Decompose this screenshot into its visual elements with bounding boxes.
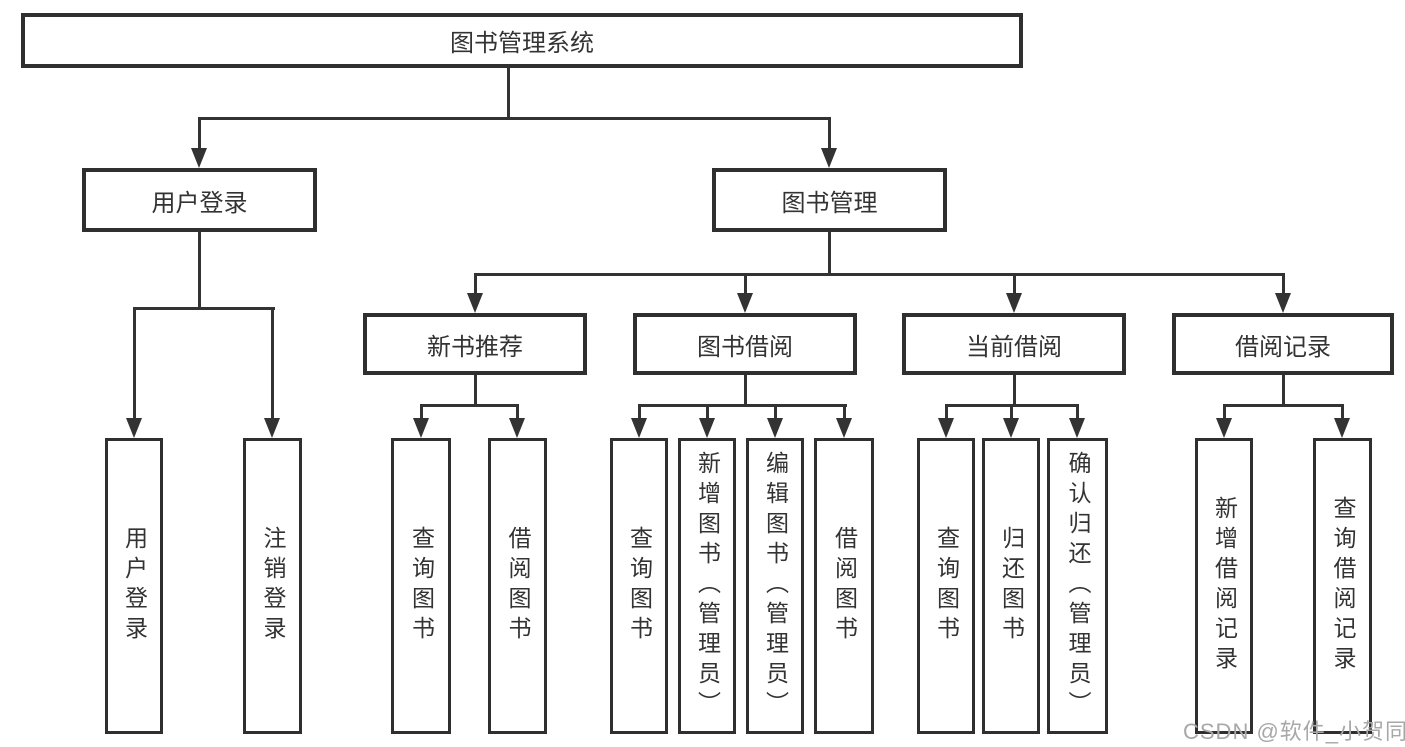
leaf-br-add-record-label: 新增借阅记录 xyxy=(1211,496,1238,676)
connector-br-drop-2 xyxy=(1341,404,1344,420)
node-user-login-module-label: 用户登录 xyxy=(151,189,248,217)
arrow-to-user-login-leaf xyxy=(126,418,142,438)
connector-root-rail xyxy=(198,117,831,120)
leaf-rec-borrow-book-label: 借阅图书 xyxy=(505,526,531,646)
leaf-bb-query-book: 查询图书 xyxy=(610,438,668,734)
connector-cb-drop-3 xyxy=(1076,404,1079,420)
connector-br-rail xyxy=(1223,404,1344,407)
connector-br-drop-1 xyxy=(1223,404,1226,420)
leaf-cb-return-book: 归还图书 xyxy=(982,438,1040,734)
leaf-cb-return-book-label: 归还图书 xyxy=(998,526,1025,646)
arrow-br-leaf-1 xyxy=(1216,418,1232,438)
arrow-to-book-borrow xyxy=(737,293,753,313)
leaf-bb-borrow-book-label: 借阅图书 xyxy=(831,526,858,646)
connector-cb-drop-1 xyxy=(945,404,948,420)
connector-rec-drop-2 xyxy=(516,404,519,420)
leaf-cb-confirm-return-admin-label: 确认归还（管理员） xyxy=(1065,451,1091,721)
connector-root-drop-right xyxy=(828,117,831,150)
csdn-watermark: CSDN @软件_小贺同学 xyxy=(1183,719,1405,744)
leaf-bb-edit-book-admin-label: 编辑图书（管理员） xyxy=(762,451,789,721)
leaf-rec-query-book-label: 查询图书 xyxy=(408,526,435,646)
node-borrow-record: 借阅记录 xyxy=(1172,313,1394,375)
node-root-label: 图书管理系统 xyxy=(450,30,594,57)
node-root: 图书管理系统 xyxy=(21,13,1023,68)
leaf-bb-borrow-book: 借阅图书 xyxy=(814,438,874,734)
connector-bb-stem xyxy=(744,375,747,406)
node-borrow-record-label: 借阅记录 xyxy=(1235,333,1331,361)
connector-mgmt-drop-3 xyxy=(1013,273,1016,295)
node-current-borrow: 当前借阅 xyxy=(902,313,1126,375)
arrow-bb-leaf-4 xyxy=(836,418,852,438)
node-new-book-recommend: 新书推荐 xyxy=(363,313,587,375)
connector-bb-drop-3 xyxy=(774,404,777,420)
connector-mgmt-stem xyxy=(828,232,831,275)
leaf-cb-query-book: 查询图书 xyxy=(917,438,975,734)
node-user-login-module: 用户登录 xyxy=(82,168,317,232)
connector-login-stem xyxy=(198,232,201,310)
leaf-logout-label: 注销登录 xyxy=(260,526,286,646)
connector-root-drop-left xyxy=(198,117,201,150)
connector-mgmt-drop-4 xyxy=(1282,273,1285,295)
leaf-rec-borrow-book: 借阅图书 xyxy=(488,438,547,734)
connector-mgmt-drop-2 xyxy=(744,273,747,295)
arrow-to-current-borrow xyxy=(1006,293,1022,313)
connector-login-drop-2 xyxy=(271,307,274,420)
connector-login-drop-1 xyxy=(133,307,136,420)
leaf-cb-confirm-return-admin: 确认归还（管理员） xyxy=(1047,438,1108,734)
node-current-borrow-label: 当前借阅 xyxy=(966,333,1062,361)
arrow-cb-leaf-2 xyxy=(1003,418,1019,438)
node-book-borrow-label: 图书借阅 xyxy=(697,333,793,361)
connector-rec-rail xyxy=(420,404,519,407)
connector-cb-stem xyxy=(1013,375,1016,406)
arrow-rec-leaf-2 xyxy=(509,418,525,438)
leaf-br-query-record-label: 查询借阅记录 xyxy=(1330,496,1356,676)
connector-bb-rail xyxy=(638,404,847,407)
leaf-bb-edit-book-admin: 编辑图书（管理员） xyxy=(746,438,804,734)
arrow-cb-leaf-1 xyxy=(938,418,954,438)
leaf-bb-add-book-admin-label: 新增图书（管理员） xyxy=(694,451,721,721)
connector-rec-stem xyxy=(474,375,477,406)
arrow-to-logout-leaf xyxy=(264,418,280,438)
node-new-book-recommend-label: 新书推荐 xyxy=(427,333,523,361)
connector-mgmt-drop-1 xyxy=(474,273,477,295)
connector-root-stem xyxy=(507,68,510,120)
connector-br-stem xyxy=(1282,375,1285,406)
arrow-to-borrow-record xyxy=(1275,293,1291,313)
arrow-bb-leaf-2 xyxy=(699,418,715,438)
leaf-logout: 注销登录 xyxy=(243,438,302,734)
leaf-rec-query-book: 查询图书 xyxy=(391,438,451,734)
leaf-cb-query-book-label: 查询图书 xyxy=(933,526,960,646)
arrow-to-new-book-recommend xyxy=(467,293,483,313)
leaf-user-login: 用户登录 xyxy=(105,438,163,734)
connector-cb-drop-2 xyxy=(1010,404,1013,420)
connector-login-rail xyxy=(133,307,275,310)
connector-bb-drop-4 xyxy=(843,404,846,420)
node-book-mgmt-module-label: 图书管理 xyxy=(781,189,878,217)
leaf-user-login-label: 用户登录 xyxy=(121,526,148,646)
leaf-br-add-record: 新增借阅记录 xyxy=(1195,438,1253,734)
connector-mgmt-rail xyxy=(474,273,1284,276)
arrow-to-book-mgmt-module xyxy=(821,148,837,168)
leaf-bb-add-book-admin: 新增图书（管理员） xyxy=(678,438,736,734)
leaf-br-query-record: 查询借阅记录 xyxy=(1313,438,1372,734)
arrow-to-user-login-module xyxy=(191,148,207,168)
connector-bb-drop-2 xyxy=(706,404,709,420)
leaf-bb-query-book-label: 查询图书 xyxy=(626,526,653,646)
arrow-br-leaf-2 xyxy=(1334,418,1350,438)
arrow-bb-leaf-3 xyxy=(767,418,783,438)
connector-rec-drop-1 xyxy=(420,404,423,420)
connector-bb-drop-1 xyxy=(638,404,641,420)
arrow-rec-leaf-1 xyxy=(413,418,429,438)
arrow-bb-leaf-1 xyxy=(631,418,647,438)
node-book-borrow: 图书借阅 xyxy=(633,313,857,375)
arrow-cb-leaf-3 xyxy=(1069,418,1085,438)
node-book-mgmt-module: 图书管理 xyxy=(712,168,947,232)
